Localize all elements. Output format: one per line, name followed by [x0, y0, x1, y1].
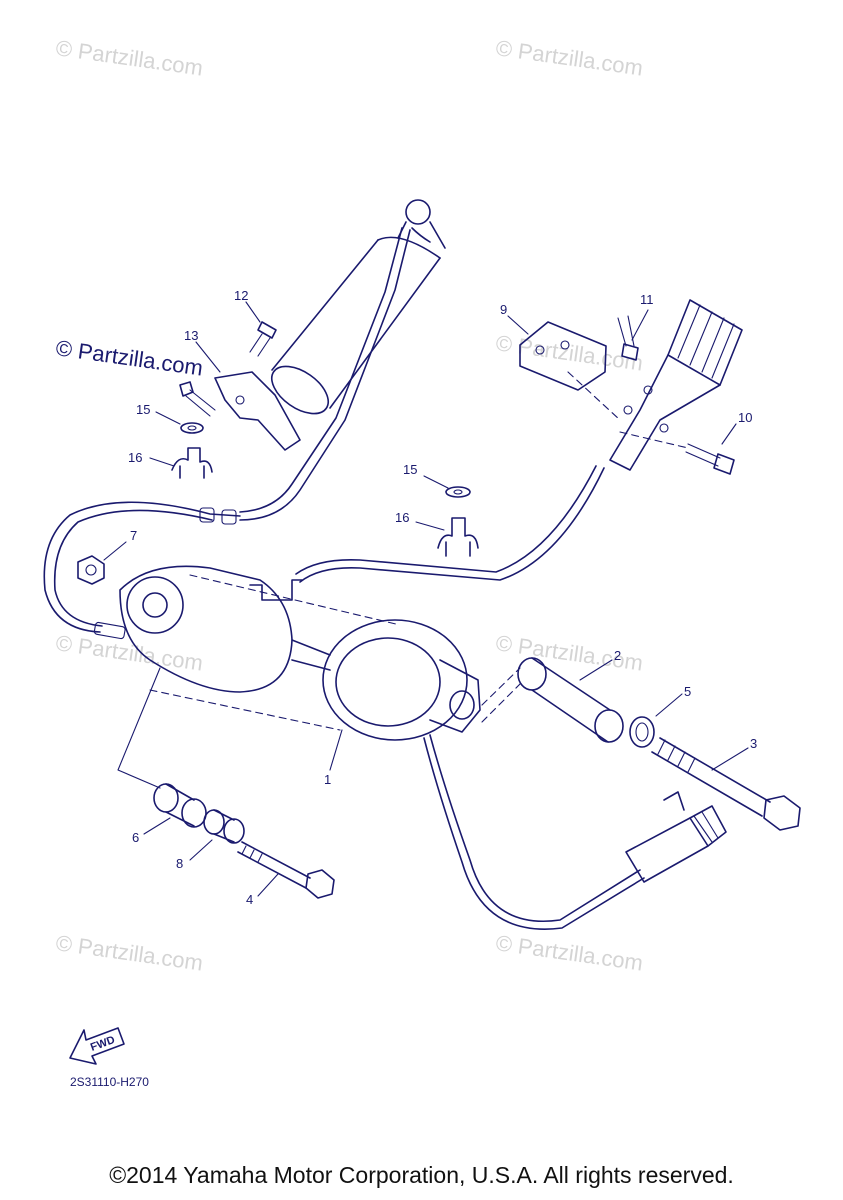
callout-9: 9 — [500, 302, 507, 317]
watermark-emphasized: © Partzilla.com — [54, 335, 204, 380]
callout-8: 8 — [176, 856, 183, 871]
adjuster-hose-inner — [295, 465, 597, 575]
callout-5: 5 — [684, 684, 691, 699]
collar-guide — [481, 667, 521, 706]
hose-fitting — [199, 507, 215, 523]
callout-3: 3 — [750, 736, 757, 751]
bolt-4 — [237, 841, 335, 899]
clip-16-right — [437, 517, 479, 557]
watermark: © Partzilla.com — [494, 930, 644, 975]
callout-1: 1 — [324, 772, 331, 787]
left-hose — [43, 501, 241, 633]
fwd-arrow-icon: FWD — [69, 1027, 125, 1065]
reservoir-tank — [271, 199, 446, 415]
left-hose-inner — [53, 509, 213, 627]
hose-sensor — [625, 791, 727, 883]
adjuster-knob-assembly — [609, 299, 743, 471]
callout-13: 13 — [184, 328, 198, 343]
watermark: © Partzilla.com — [494, 35, 644, 80]
callout-12: 12 — [234, 288, 248, 303]
rear-shock-absorber — [119, 565, 481, 741]
callout-15-right: 15 — [403, 462, 417, 477]
watermark: © Partzilla.com — [54, 930, 204, 975]
bolt-3 — [651, 737, 801, 831]
bushing-8 — [203, 809, 245, 844]
lower-hose — [429, 734, 641, 922]
collar-guide — [481, 683, 521, 723]
screw-13 — [179, 381, 216, 417]
bolt-10-guide — [619, 431, 689, 449]
callout-16-left: 16 — [128, 450, 142, 465]
washer-15-left — [180, 422, 204, 434]
reservoir-hose-outer — [239, 227, 403, 513]
reservoir-hose — [239, 229, 411, 521]
copyright-notice: ©2014 Yamaha Motor Corporation, U.S.A. A… — [109, 1162, 734, 1188]
adjuster-hose — [299, 467, 605, 583]
bracket-9 — [519, 321, 607, 391]
hose-fitting — [221, 509, 237, 525]
nut-7 — [77, 555, 105, 585]
bolt-10 — [685, 443, 735, 475]
bracket-13 — [214, 371, 301, 451]
callout-11: 11 — [640, 292, 654, 307]
bolt-11 — [617, 315, 639, 361]
watermark: © Partzilla.com — [54, 35, 204, 80]
collar-6 — [153, 783, 207, 828]
lower-hose-inner — [423, 737, 645, 930]
washer-15-right — [445, 486, 471, 498]
callouts: 1 2 3 4 5 6 7 8 9 10 11 12 13 15 16 15 1 — [103, 288, 757, 907]
bolt-12 — [249, 321, 277, 357]
collar-2 — [517, 657, 624, 743]
callout-6: 6 — [132, 830, 139, 845]
adjuster-guide — [567, 371, 621, 421]
watermark: © Partzilla.com — [494, 630, 644, 675]
hose-fitting — [93, 621, 126, 640]
lower-mount-guide — [117, 667, 161, 789]
callout-10: 10 — [738, 410, 752, 425]
callout-16-right: 16 — [395, 510, 409, 525]
callout-2: 2 — [614, 648, 621, 663]
callout-7: 7 — [130, 528, 137, 543]
diagram-code: 2S31110-H270 — [70, 1075, 149, 1089]
callout-15-left: 15 — [136, 402, 150, 417]
clip-16-left — [171, 447, 213, 479]
callout-4: 4 — [246, 892, 253, 907]
washer-5 — [629, 716, 655, 748]
